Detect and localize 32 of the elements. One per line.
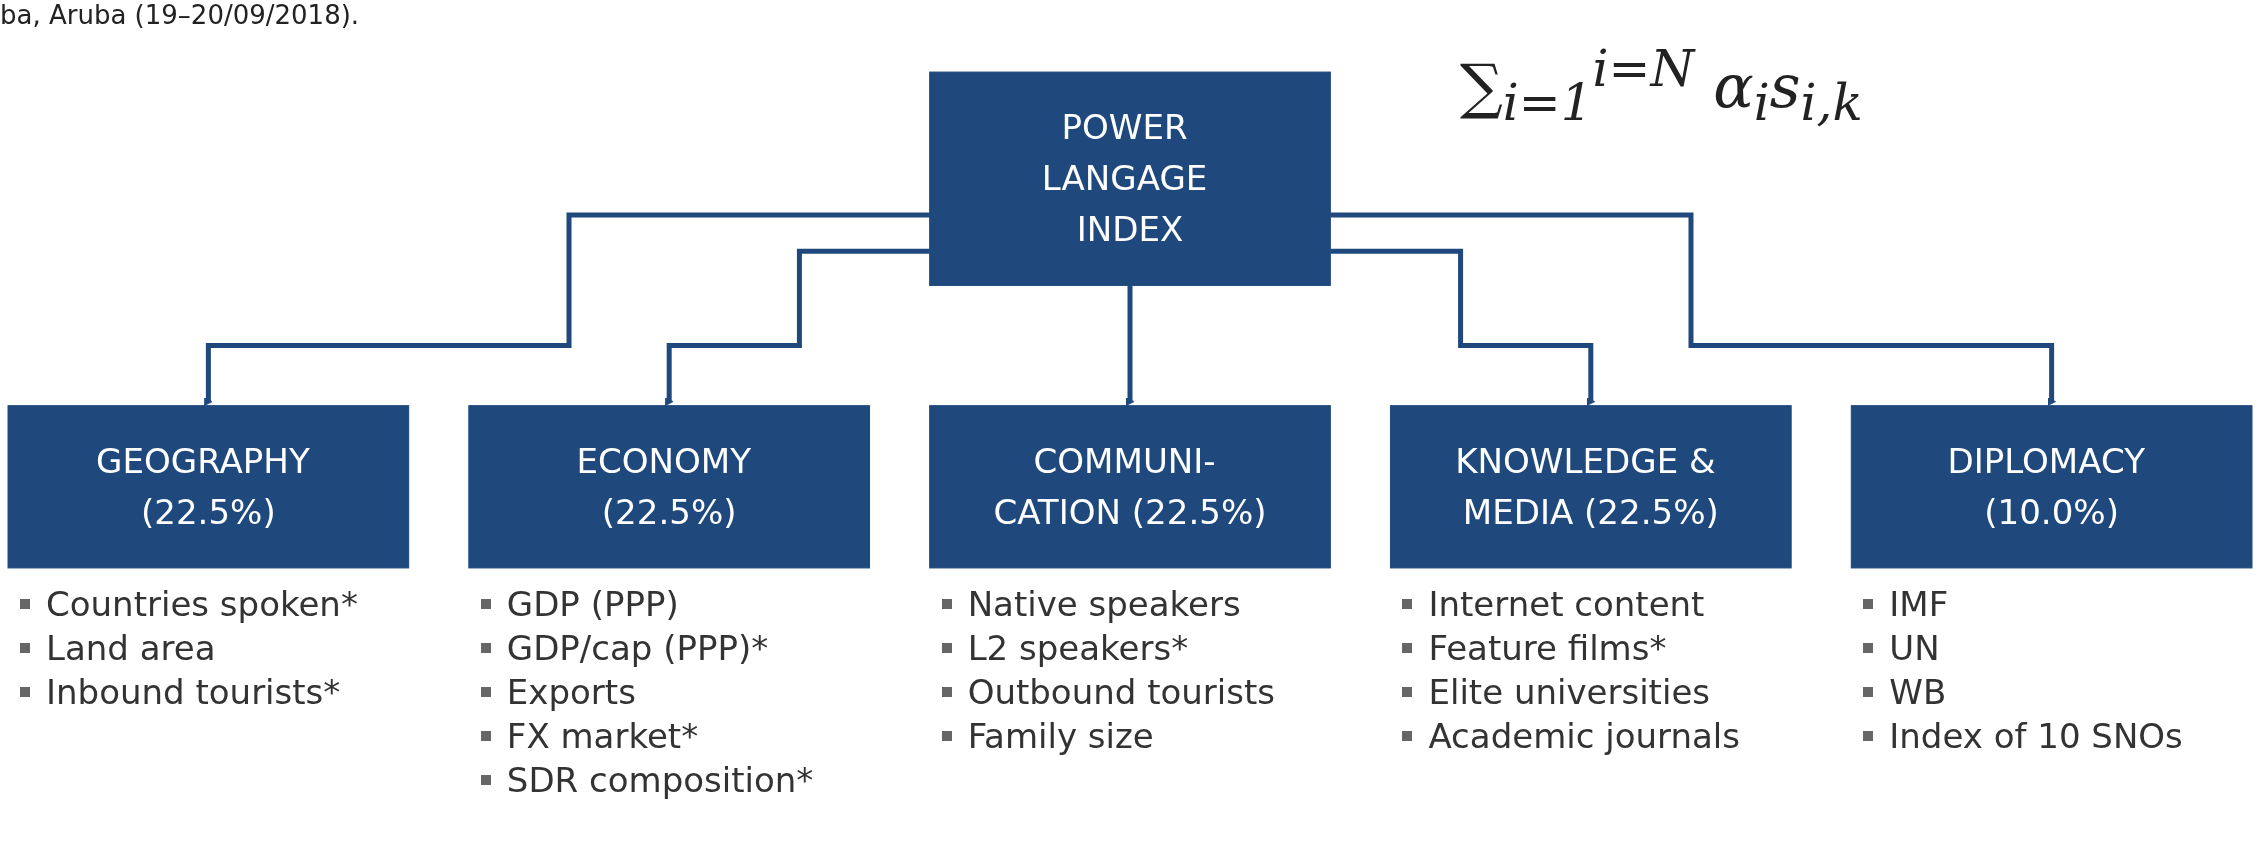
bullet-item: Internet content	[1428, 582, 1705, 626]
arrow	[203, 212, 930, 407]
node-box: GEOGRAPHY (22.5%)	[7, 405, 410, 569]
bullet-item: Outbound tourists	[967, 670, 1276, 714]
bullet-item: Feature films*	[1428, 626, 1667, 670]
bullet-item: GDP (PPP)	[506, 582, 679, 626]
bullet-item: UN	[1889, 626, 1940, 670]
bullet-item: WB	[1889, 670, 1947, 714]
bullet-item: Inbound tourists*	[46, 670, 341, 714]
bullet-item: Exports	[506, 670, 636, 714]
node-box: ECONOMY (22.5%)	[468, 405, 871, 569]
bullet-item: SDR composition*	[506, 758, 814, 802]
bullet-item: Native speakers	[967, 582, 1241, 626]
bullet-item: Family size	[967, 714, 1154, 758]
bullet-item: Land area	[46, 626, 216, 670]
bullet-item: FX market*	[506, 714, 699, 758]
arrow	[1330, 212, 2057, 407]
note-text: ba, Aruba (19–20/09/2018).	[0, 0, 360, 30]
arrow	[1330, 248, 1596, 407]
bullet-item: GDP/cap (PPP)*	[506, 626, 769, 670]
bullet-item: Academic journals	[1428, 714, 1740, 758]
node-box: KNOWLEDGE & MEDIA (22.5%)	[1389, 405, 1792, 569]
node-box: DIPLOMACY (10.0%)	[1850, 405, 2253, 569]
bullet-item: Elite universities	[1428, 670, 1710, 714]
bullet-item: Index of 10 SNOs	[1889, 714, 2183, 758]
formula: ∑$_{i=1}$$^{i=N}$ α$_{i}$s$_{i,k}$	[1460, 40, 1863, 132]
node-box: COMMUNI- CATION (22.5%)	[929, 405, 1331, 569]
bullet-item: Countries spoken*	[46, 582, 358, 626]
bullet-item: IMF	[1889, 582, 1949, 626]
node-box: POWER LANGAGE INDEX	[929, 71, 1331, 286]
arrow	[664, 248, 930, 407]
bullet-item: L2 speakers*	[967, 626, 1189, 670]
